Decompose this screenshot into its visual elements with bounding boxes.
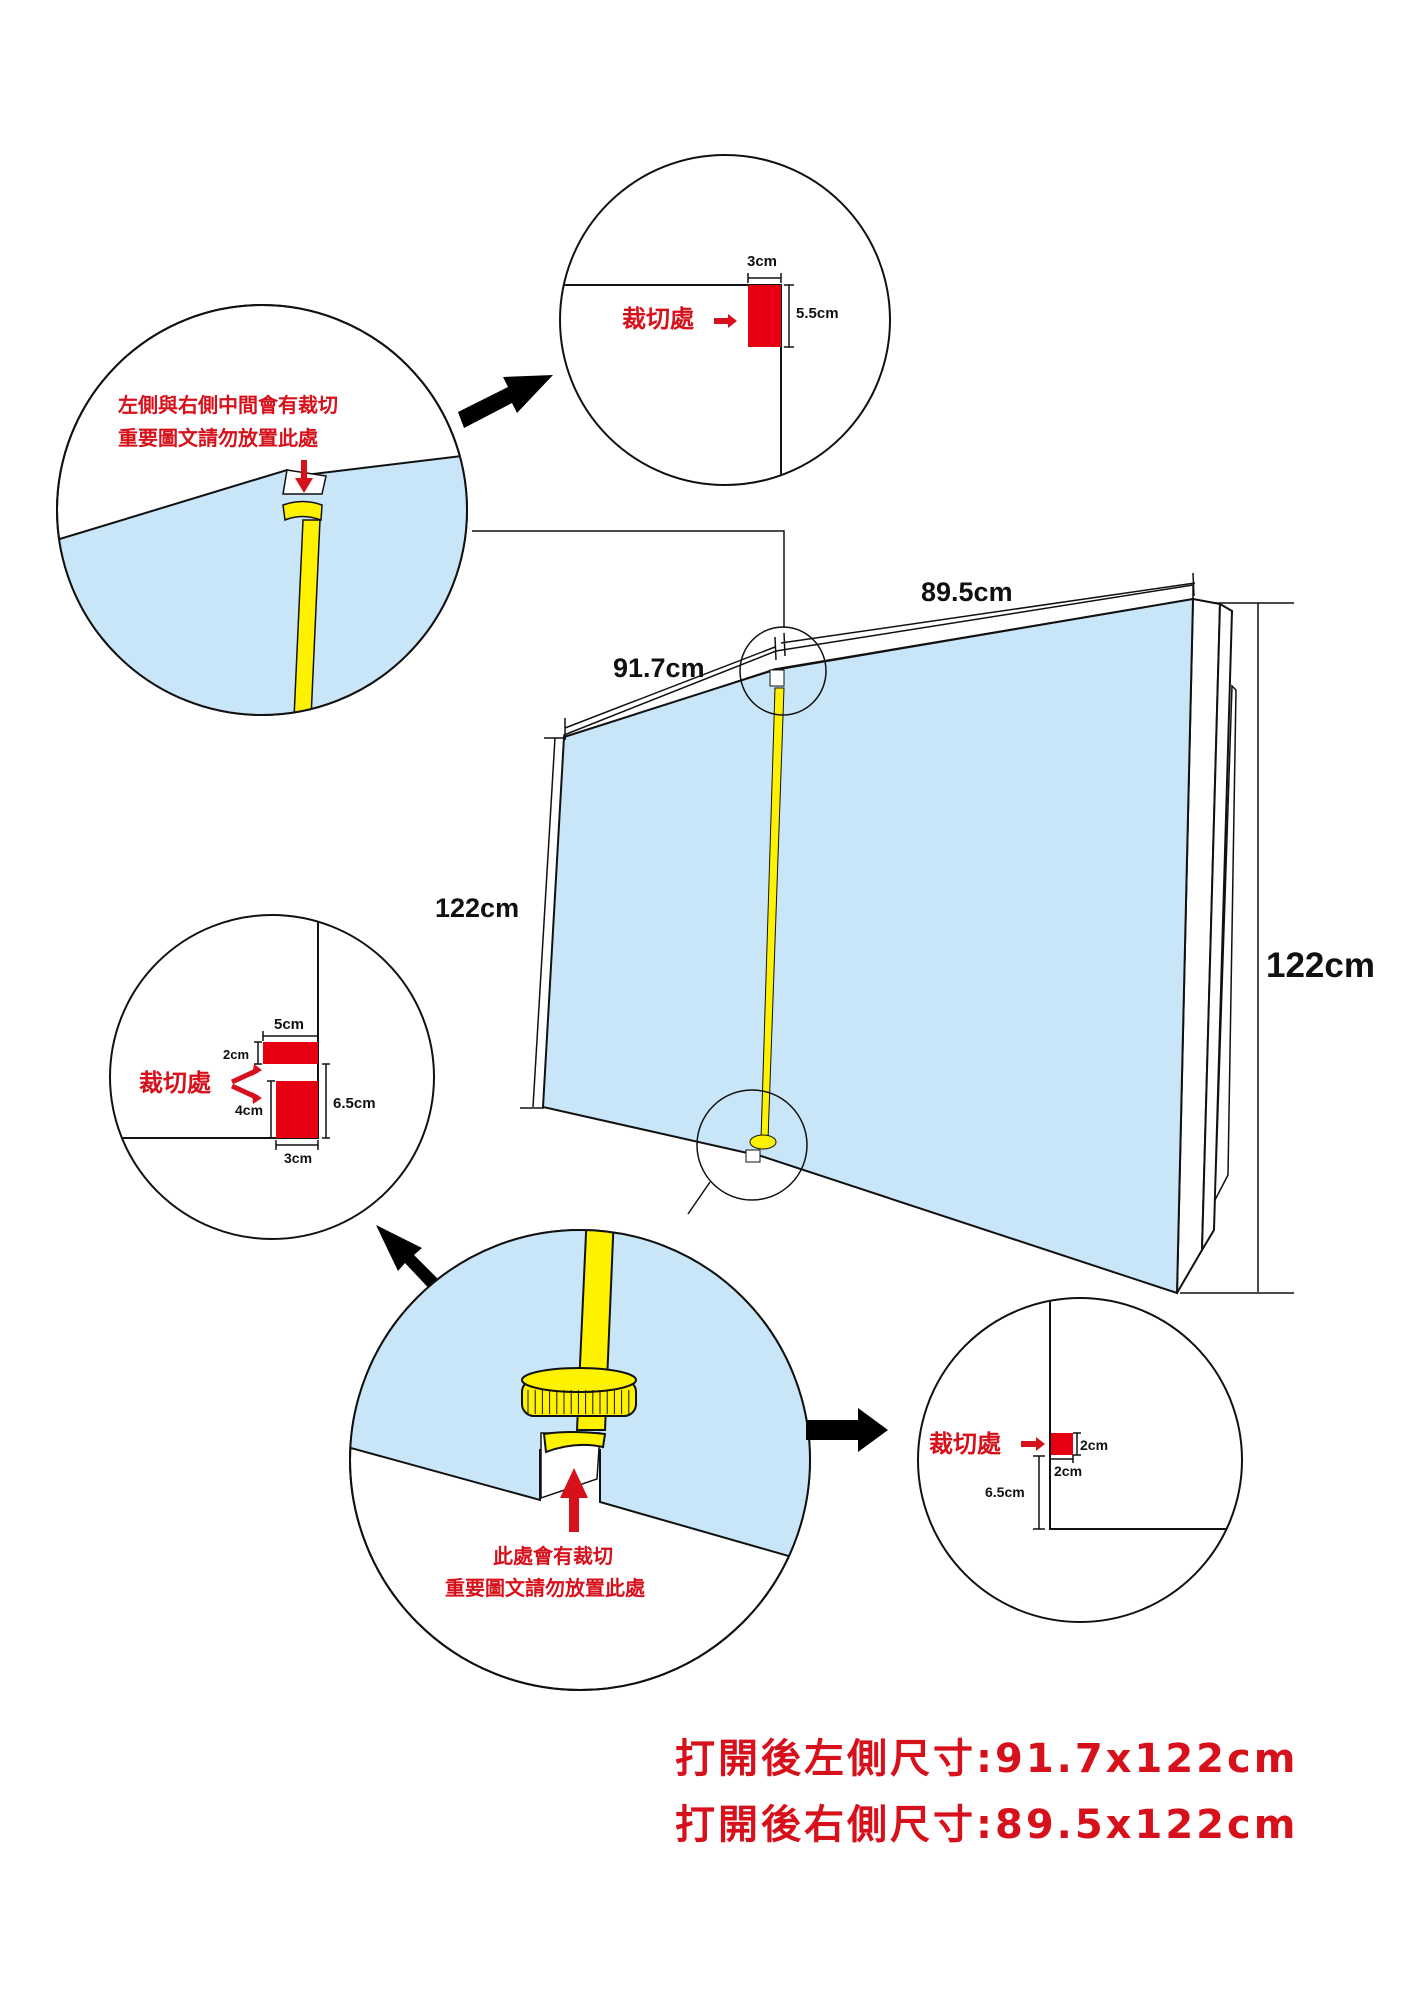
right-size-caption: 打開後右側尺寸:89.5x122cm bbox=[675, 1802, 1298, 1848]
connector-bottom-detail bbox=[687, 1181, 711, 1215]
arrow-right-up-icon bbox=[458, 375, 553, 428]
board-face bbox=[541, 597, 1195, 1295]
board-back-panel bbox=[1200, 602, 1234, 1254]
offset-label: 6.5cm bbox=[985, 1484, 1025, 1500]
bottom-notch bbox=[745, 1149, 761, 1163]
bottom-width-label: 3cm bbox=[284, 1150, 312, 1166]
arrow-right-icon bbox=[714, 314, 737, 328]
detail-left-bottom-cut: 5cm 2cm 4cm 6.5cm 3cm 裁切處 bbox=[109, 914, 435, 1240]
cut-height-label: 5.5cm bbox=[796, 305, 839, 322]
down-arrow-icon bbox=[295, 460, 313, 493]
top-notch bbox=[769, 669, 785, 687]
top-width-label: 5cm bbox=[274, 1016, 304, 1033]
left-width-label: 91.7cm bbox=[613, 653, 705, 683]
main-board bbox=[541, 584, 1237, 1295]
cut-area-top bbox=[748, 285, 781, 347]
callout-circle-top bbox=[739, 626, 827, 716]
arrow-right-icon bbox=[806, 1408, 888, 1452]
top-height-label: 2cm bbox=[223, 1047, 249, 1062]
up-arrow-icon bbox=[560, 1468, 588, 1532]
detail-right-bottom-cut: 2cm 2cm 6.5cm 裁切處 bbox=[917, 1297, 1243, 1623]
knob-warning-subtitle: 重要圖文請勿放置此處 bbox=[445, 1576, 645, 1600]
knob-icon bbox=[521, 1367, 637, 1417]
right-width-label: 89.5cm bbox=[921, 577, 1013, 607]
connector-top-detail bbox=[472, 530, 785, 628]
arrow-left-up-icon bbox=[376, 1225, 448, 1298]
cut-area-top bbox=[263, 1042, 318, 1064]
callout-circle-bottom bbox=[696, 1089, 808, 1201]
cut-area-bottom bbox=[276, 1081, 318, 1138]
arrow-right-icon bbox=[1021, 1437, 1045, 1451]
detail-knob-bottom: 此處會有裁切 重要圖文請勿放置此處 bbox=[349, 1229, 811, 1691]
cut-area bbox=[1051, 1433, 1073, 1455]
cut-width-label: 2cm bbox=[1054, 1463, 1082, 1479]
total-height-label: 6.5cm bbox=[333, 1095, 376, 1112]
seam-warning-title: 左側與右側中間會有裁切 bbox=[118, 393, 338, 417]
cut-label: 裁切處 bbox=[139, 1069, 211, 1097]
left-size-caption: 打開後左側尺寸:91.7x122cm bbox=[675, 1736, 1298, 1782]
width-dimension bbox=[747, 273, 782, 283]
cut-label: 裁切處 bbox=[622, 305, 694, 333]
board-back-support bbox=[1214, 684, 1237, 1201]
detail-top-cut: 3cm 5.5cm 裁切處 bbox=[559, 154, 891, 486]
cut-label: 裁切處 bbox=[929, 1430, 1001, 1458]
right-height-label: 122cm bbox=[1266, 946, 1375, 985]
left-height-label: 122cm bbox=[435, 893, 519, 923]
height-dimension bbox=[784, 284, 794, 348]
seam-warning-subtitle: 重要圖文請勿放置此處 bbox=[118, 426, 318, 450]
cut-width-label: 3cm bbox=[747, 253, 777, 270]
dimension-lines bbox=[520, 572, 1294, 1294]
detail-seam-top: 左側與右側中間會有裁切 重要圖文請勿放置此處 bbox=[56, 304, 468, 716]
bottom-height-label: 4cm bbox=[235, 1102, 263, 1118]
knob-small bbox=[749, 1134, 777, 1150]
cut-height-label: 2cm bbox=[1080, 1437, 1108, 1453]
knob-warning-title: 此處會有裁切 bbox=[493, 1544, 613, 1568]
